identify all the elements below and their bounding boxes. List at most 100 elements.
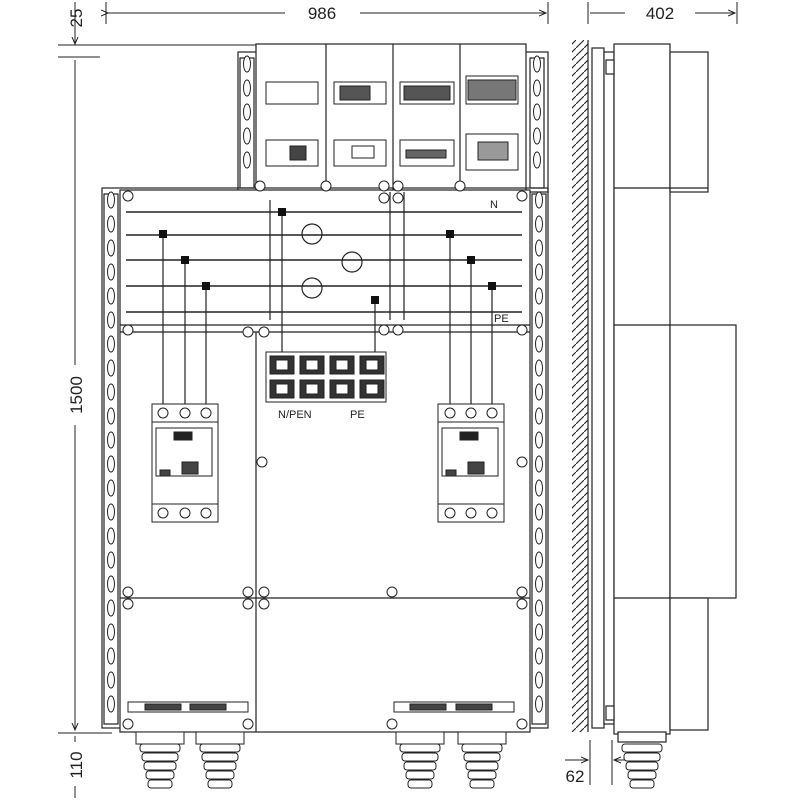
- rail-slot: [243, 151, 251, 169]
- rail-slot: [107, 239, 115, 257]
- circuit-breaker-right: [437, 403, 505, 523]
- rail-slot: [535, 287, 543, 305]
- wire-junctions: [159, 208, 496, 304]
- rail-slot: [535, 335, 543, 353]
- din-rails-bottom: [127, 701, 515, 713]
- cable-gland: [135, 731, 185, 789]
- rail-slot: [535, 215, 543, 233]
- screw: [258, 326, 270, 338]
- rail-slot: [107, 335, 115, 353]
- circuit-breaker-left: [151, 403, 219, 523]
- rail-slot: [535, 311, 543, 329]
- screw: [386, 586, 398, 598]
- screw: [516, 598, 528, 610]
- cable-gland-side: [621, 743, 663, 789]
- label-terminal-pe: PE: [350, 409, 365, 421]
- screw: [242, 586, 254, 598]
- rail-slot: [535, 647, 543, 665]
- rail-slot: [533, 151, 541, 169]
- rail-slot: [535, 359, 543, 377]
- wall-hatch: [572, 40, 588, 732]
- dimension-top-gap: 25: [67, 9, 86, 28]
- rail-slot: [107, 551, 115, 569]
- screw: [242, 598, 254, 610]
- dimension-depth-offset: 62: [566, 767, 585, 786]
- screw: [516, 586, 528, 598]
- rail-slot: [535, 551, 543, 569]
- screw: [386, 718, 398, 730]
- rail-slot: [107, 647, 115, 665]
- rail-slot: [535, 575, 543, 593]
- label-neutral: N: [490, 199, 498, 211]
- rail-slot: [535, 479, 543, 497]
- screw: [392, 324, 404, 336]
- screw: [242, 326, 254, 338]
- rail-slot: [243, 79, 251, 97]
- dimension-width-side: 402: [646, 4, 674, 23]
- rail-slot: [535, 263, 543, 281]
- rail-slot: [107, 623, 115, 641]
- meter-display-1: [265, 81, 319, 105]
- screw: [122, 190, 134, 202]
- dimension-lines: [58, 2, 738, 798]
- rail-slot: [243, 55, 251, 73]
- rail-slot: [107, 599, 115, 617]
- screw: [320, 180, 332, 192]
- screw: [378, 180, 390, 192]
- screw: [378, 324, 390, 336]
- rail-slot: [535, 431, 543, 449]
- rail-slot: [533, 127, 541, 145]
- rail-slot: [107, 263, 115, 281]
- screw: [392, 192, 404, 204]
- screw: [516, 190, 528, 202]
- rail-slot: [533, 103, 541, 121]
- rail-slot: [107, 215, 115, 233]
- rail-holes: [107, 55, 543, 713]
- dimension-bottom-height: 110: [67, 751, 86, 778]
- mounting-screws: [122, 180, 528, 730]
- rail-slot: [535, 623, 543, 641]
- rail-slot: [107, 455, 115, 473]
- meter-devices: [265, 75, 519, 171]
- rail-slot: [107, 527, 115, 545]
- cable-gland: [195, 731, 245, 789]
- rail-slot: [107, 287, 115, 305]
- rail-slot: [535, 383, 543, 401]
- rail-slot: [535, 599, 543, 617]
- screw: [122, 324, 134, 336]
- rail-slot: [535, 503, 543, 521]
- cable-glands: [135, 731, 663, 789]
- rail-slot: [107, 695, 115, 713]
- screw: [242, 718, 254, 730]
- dimension-width-front: 986: [308, 4, 336, 23]
- rail-slot: [107, 671, 115, 689]
- rail-slot: [107, 383, 115, 401]
- screw: [122, 718, 134, 730]
- screw: [516, 456, 528, 468]
- rail-slot: [243, 103, 251, 121]
- rail-slot: [107, 359, 115, 377]
- rail-slot: [535, 455, 543, 473]
- rail-slot: [107, 191, 115, 209]
- side-door-bulge: [669, 324, 737, 599]
- rail-slot: [107, 575, 115, 593]
- rail-slot: [533, 79, 541, 97]
- side-body: [613, 43, 671, 735]
- cable-gland: [457, 731, 507, 789]
- screw: [258, 598, 270, 610]
- rail-slot: [533, 55, 541, 73]
- side-view: [572, 40, 737, 743]
- rail-slot: [107, 431, 115, 449]
- screw: [254, 180, 266, 192]
- label-terminal-npen: N/PEN: [278, 409, 312, 421]
- rail-slot: [107, 407, 115, 425]
- screw: [378, 192, 390, 204]
- rail-slot: [535, 407, 543, 425]
- terminal-block: [265, 351, 387, 403]
- screw: [256, 456, 268, 468]
- rail-slot: [535, 695, 543, 713]
- rail-slot: [243, 127, 251, 145]
- rail-slot: [107, 311, 115, 329]
